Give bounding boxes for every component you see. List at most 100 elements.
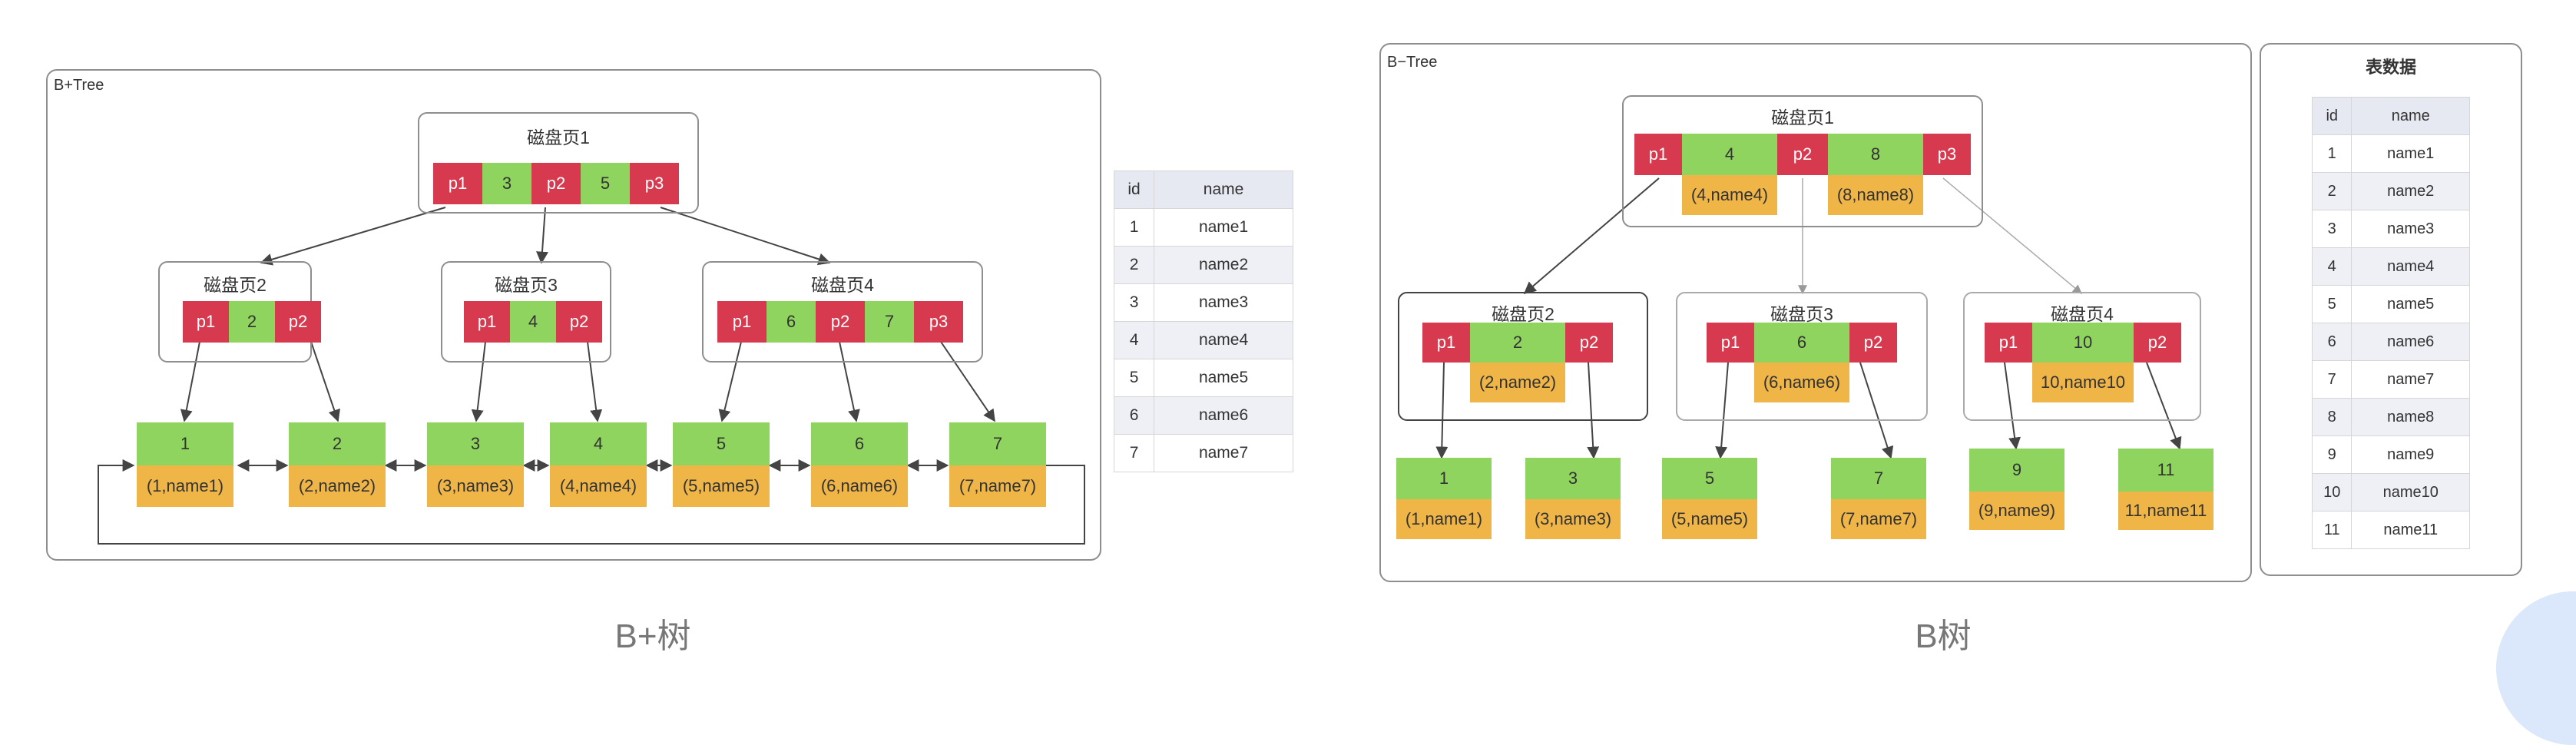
btree-mid3-p2: p2 [1849,323,1897,363]
bplus-leaf-7-val: (7,name7) [949,465,1046,507]
table-cell-id: 7 [1113,434,1155,472]
btree-leaf-11-val: 11,name11 [2118,492,2213,530]
edge-bplus-mid4-leaf5 [718,341,742,422]
bplus-mid4-p2: p2 [816,301,865,343]
table-cell-name: name3 [1154,283,1293,322]
bplus-mid3-p1: p1 [464,301,510,343]
btree-root-key-4: 4 [1682,134,1777,175]
bplus-leaf-4-key: 4 [550,422,647,465]
table-cell-name: name10 [2351,473,2470,512]
btree-mid3-title: 磁盘页3 [1770,304,1833,324]
btree-frame [1379,43,2252,582]
btree-mid3-key-6: 6 [1754,323,1849,363]
bplus-leaf-5-val: (5,name5) [673,465,770,507]
bplus-leaf-6-val: (6,name6) [811,465,908,507]
edge-bplus-mid4-leaf7 [940,341,995,422]
table-cell-id: 4 [1113,321,1155,359]
bplus-tree-label: B+Tree [54,77,104,94]
btree-mid2-val: (2,name2) [1470,363,1565,402]
table-cell-id: 8 [2311,398,2353,436]
table-cell-name: name1 [1154,208,1293,247]
bplus-mid3-key-4: 4 [510,301,556,343]
table-cell-name: name4 [1154,321,1293,359]
bplus-mid2-p2: p2 [275,301,321,343]
btree-leaf-3-val: (3,name3) [1525,499,1621,539]
table-cell-id: 4 [2311,247,2353,286]
btree-leaf-9-val: (9,name9) [1969,492,2064,530]
edge-btree-root-mid4 [1942,177,2082,294]
bplus-mid4-title: 磁盘页4 [811,275,874,295]
table-cell-id: 5 [2311,285,2353,323]
btree-leaf-3-key: 3 [1525,458,1621,499]
table-cell-id: 5 [1113,359,1155,397]
btree-root-val-8: (8,name8) [1828,175,1923,215]
edge-btree-mid4-leaf11 [2146,362,2182,450]
table-cell-name: name3 [2351,210,2470,248]
edge-bplus-mid4-leaf6 [839,341,860,422]
btree-root-title: 磁盘页1 [1771,108,1834,127]
bplus-leaf-7-key: 7 [949,422,1046,465]
table-cell-id: 3 [2311,210,2353,248]
btree-leaf-9-key: 9 [1969,449,2064,492]
table-cell-id: 3 [1113,283,1155,322]
edge-bplus-mid3-leaf3 [471,341,486,422]
btree-mid2-p1: p1 [1422,323,1470,363]
table-cell-name: name5 [2351,285,2470,323]
table-header-row: id name [1113,171,1293,209]
btree-root-p1: p1 [1634,134,1682,175]
btree-mid4-key-10: 10 [2032,323,2134,363]
table-cell-id: 2 [2311,172,2353,210]
table-cell-name: name4 [2351,247,2470,286]
btree-mid4-p1: p1 [1985,323,2032,363]
bplus-leaf-2-val: (2,name2) [289,465,386,507]
bplus-mid2-key-2: 2 [229,301,275,343]
btree-label: B−Tree [1387,54,1438,71]
btree-leaf-1-key: 1 [1396,458,1492,499]
table-cell-name: name8 [2351,398,2470,436]
table-header-id: id [2311,97,2353,135]
btree-leaf-7-val: (7,name7) [1831,499,1926,539]
edge-btree-mid3-leaf7 [1859,362,1894,459]
bplus-leaf-6-key: 6 [811,422,908,465]
table-cell-id: 2 [1113,246,1155,284]
table-header-id: id [1113,171,1155,209]
bplus-root-page: 磁盘页1 [418,112,699,214]
table-cell-id: 9 [2311,435,2353,474]
btree-leaf-11-key: 11 [2118,449,2213,492]
bplus-leaf-1-key: 1 [137,422,233,465]
btree-leaf-5-key: 5 [1662,458,1757,499]
btree-leaf-5-val: (5,name5) [1662,499,1757,539]
edge-bplus-root-mid2 [260,207,446,266]
btree-caption: B树 [1915,618,1972,655]
bplus-leaf-2-key: 2 [289,422,386,465]
bplus-root-key-3: 3 [482,163,531,204]
table-cell-id: 1 [1113,208,1155,247]
bplus-root-key-5: 5 [581,163,630,204]
btree-mid2-title: 磁盘页2 [1492,304,1555,324]
btree-leaf-7-key: 7 [1831,458,1926,499]
table-cell-name: name7 [1154,434,1293,472]
table-cell-id: 6 [1113,396,1155,435]
bplus-leaf-3-val: (3,name3) [427,465,524,507]
table-cell-name: name9 [2351,435,2470,474]
edge-btree-root-mid2 [1523,177,1660,295]
btree-mid-page-4: 磁盘页4 [1963,292,2201,421]
btree-mid2-p2: p2 [1565,323,1613,363]
btree-root-val-4: (4,name4) [1682,175,1777,215]
table-cell-name: name11 [2351,511,2470,549]
table-cell-name: name6 [2351,323,2470,361]
bplus-mid4-key-6: 6 [767,301,816,343]
edge-bplus-root-mid4 [660,207,831,266]
